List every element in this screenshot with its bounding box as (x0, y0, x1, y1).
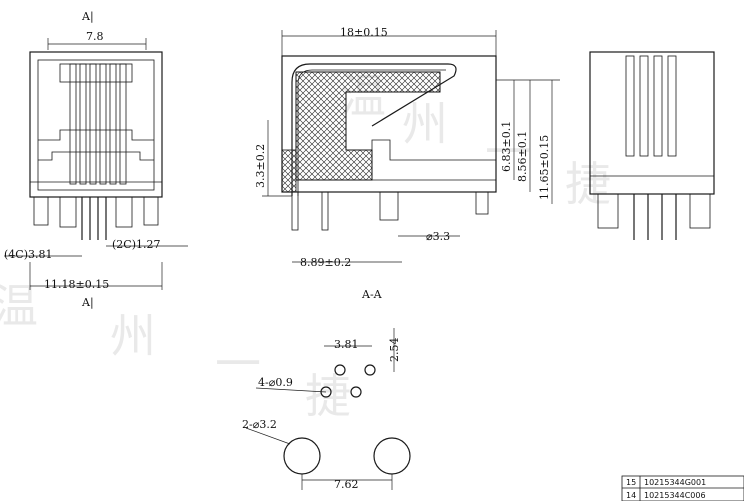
mount-hole (373, 437, 411, 475)
title-block: 15 10215344G001 14 10215344C006 (621, 475, 744, 501)
section-marker-top: A| (81, 10, 94, 24)
watermark-char-3: 一 (485, 125, 531, 179)
dim-381: 3.81 (334, 338, 359, 351)
watermark-char-2: 州 (402, 97, 448, 151)
front-view: A| 7.8 (4C)3.81 (2C)1. (4, 10, 188, 310)
pin-hole (364, 364, 376, 376)
dim-856: 8.56±0.1 (516, 131, 529, 182)
dim-large-holes: 2-⌀3.2 (242, 418, 277, 431)
dim-overall-width: 11.18±0.15 (44, 278, 109, 291)
pin-hole (334, 364, 346, 376)
dim-width-top: 7.8 (86, 30, 104, 43)
watermark-char-1b: 温 (0, 279, 38, 333)
dim-2c: (2C)1.27 (112, 238, 161, 251)
dim-small-holes: 4-⌀0.9 (258, 376, 293, 389)
mount-hole (283, 437, 321, 475)
dim-683: 6.83±0.1 (500, 121, 513, 172)
watermark-char-4: 捷 (565, 157, 611, 211)
pin-hole (350, 386, 362, 398)
section-label: A-A (361, 288, 383, 301)
watermark: 温 州 一 捷 温 州 一 捷 (0, 69, 611, 423)
footprint-view: 3.81 2.54 4-⌀0.9 2-⌀3.2 7.62 (242, 328, 411, 491)
title-row-index: 14 (626, 491, 636, 500)
dim-height-left: 3.3±0.2 (254, 144, 267, 188)
title-row-index: 15 (626, 478, 636, 487)
section-view: 18±0.15 ⌀3.3 3.3±0.2 6.83±0.1 8.56±0.1 1… (254, 26, 560, 301)
title-row-part: 10215344G001 (644, 478, 706, 487)
dim-4c: (4C)3.81 (4, 248, 53, 261)
watermark-char-3b: 一 (215, 337, 261, 391)
section-marker-bottom: A| (81, 296, 94, 310)
dim-1165: 11.65±0.15 (538, 135, 551, 200)
dim-762: 7.62 (334, 478, 359, 491)
title-row-part: 10215344C006 (644, 491, 706, 500)
dim-pitch: 8.89±0.2 (300, 256, 351, 269)
dim-254: 2.54 (388, 338, 401, 363)
dim-post-dia: ⌀3.3 (426, 230, 450, 243)
watermark-char-2b: 州 (110, 309, 156, 363)
side-view (589, 51, 715, 240)
dim-length: 18±0.15 (340, 26, 388, 39)
